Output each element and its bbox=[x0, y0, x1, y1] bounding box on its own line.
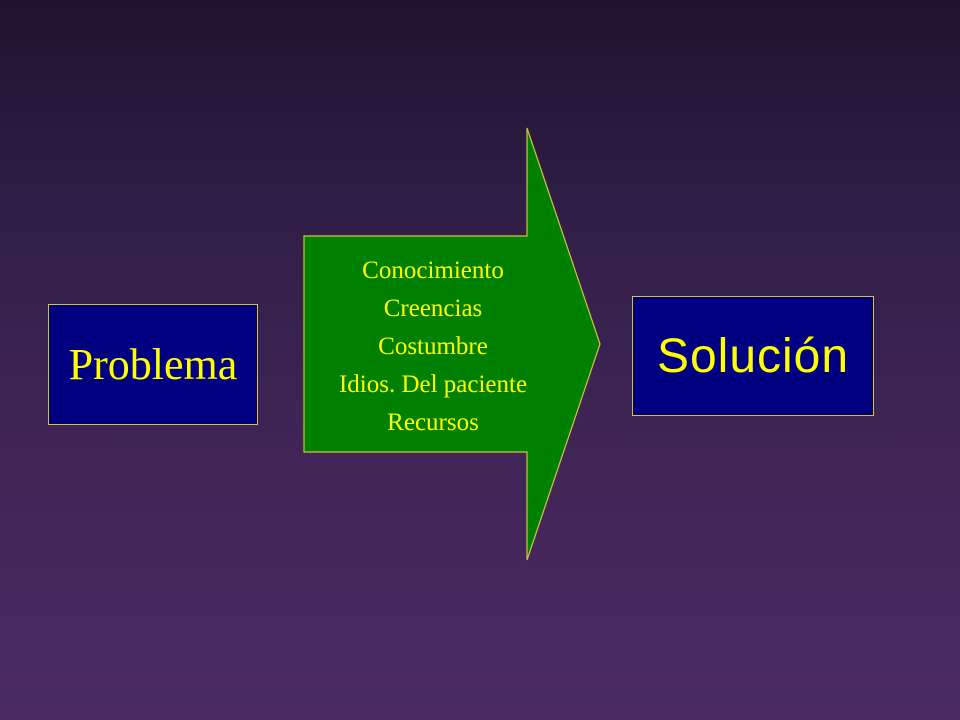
factor-list: Conocimiento Creencias Costumbre Idios. … bbox=[304, 252, 562, 442]
factor-item: Idios. Del paciente bbox=[338, 371, 528, 398]
arrow-shape bbox=[303, 127, 601, 561]
solution-label: Solución bbox=[656, 329, 850, 383]
factor-item: Costumbre bbox=[378, 333, 488, 360]
factor-item: Conocimiento bbox=[362, 257, 504, 284]
factor-item: Creencias bbox=[383, 295, 483, 322]
factor-item: Recursos bbox=[387, 409, 479, 436]
solution-box: Solución bbox=[632, 296, 874, 416]
problem-box: Problema bbox=[48, 304, 258, 425]
problem-label: Problema bbox=[68, 340, 238, 389]
